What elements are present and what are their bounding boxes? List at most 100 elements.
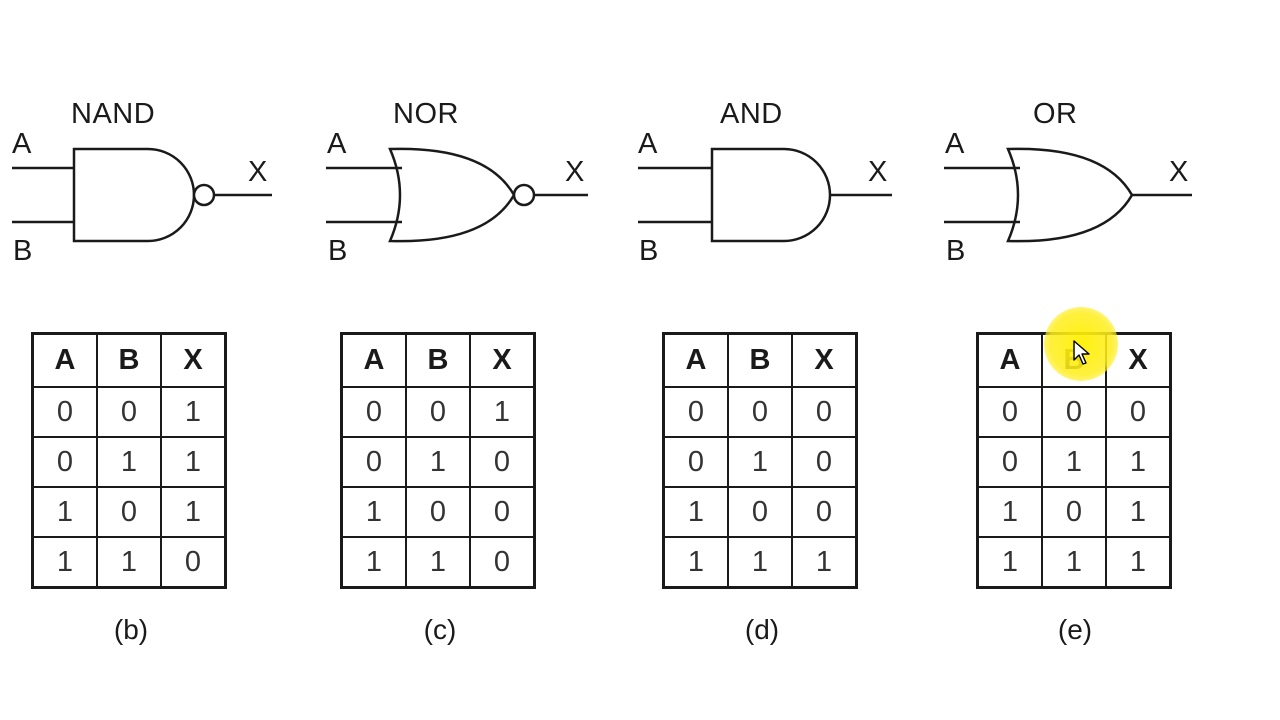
or-output-label: X <box>1169 156 1189 188</box>
table-cell: 0 <box>31 436 98 488</box>
table-cell: 0 <box>31 386 98 438</box>
nor-input-b-label: B <box>328 235 348 267</box>
table-cell: 1 <box>160 386 227 438</box>
table-row: 1 1 0 <box>340 536 536 589</box>
table-row: 0 0 1 <box>340 386 536 438</box>
table-cell: 0 <box>469 486 536 538</box>
table-cell: 0 <box>1041 386 1107 438</box>
table-cell: 0 <box>405 486 471 538</box>
table-cell: 1 <box>31 486 98 538</box>
or-gate-symbol <box>944 147 1192 243</box>
table-cell: 0 <box>976 436 1043 488</box>
column-header: X <box>160 332 227 388</box>
nand-output-label: X <box>248 156 268 188</box>
table-cell: 0 <box>976 386 1043 438</box>
and-caption: (d) <box>744 614 780 645</box>
or-caption: (e) <box>1057 614 1093 645</box>
column-header: X <box>469 332 536 388</box>
table-header-row: A B X <box>31 332 227 388</box>
table-row: 0 0 1 <box>31 386 227 438</box>
table-cell: 0 <box>1105 386 1172 438</box>
nand-truth-table: A B X 0 0 1 0 1 1 1 0 1 1 1 0 <box>31 332 227 589</box>
and-gate: AND A B X <box>626 0 926 290</box>
table-cell: 1 <box>31 536 98 589</box>
column-header: X <box>791 332 858 388</box>
nor-output-label: X <box>565 156 585 188</box>
and-gate-name: AND <box>720 98 783 130</box>
nor-caption: (c) <box>423 614 457 645</box>
or-truth-table: A B X 0 0 0 0 1 1 1 0 1 1 1 1 <box>976 332 1172 589</box>
column-header: X <box>1105 332 1172 388</box>
table-row: 0 1 0 <box>340 436 536 488</box>
column-header: A <box>31 332 98 388</box>
table-cell: 0 <box>96 486 162 538</box>
table-cell: 1 <box>160 486 227 538</box>
table-cell: 1 <box>96 536 162 589</box>
table-cell: 1 <box>727 436 793 488</box>
table-cell: 0 <box>340 436 407 488</box>
table-row: 1 1 0 <box>31 536 227 589</box>
table-cell: 1 <box>469 386 536 438</box>
mouse-pointer-icon <box>1073 340 1090 365</box>
nand-input-b-label: B <box>13 235 33 267</box>
nor-input-a-label: A <box>327 128 347 160</box>
table-cell: 0 <box>662 386 729 438</box>
and-output-label: X <box>868 156 888 188</box>
table-cell: 1 <box>1041 436 1107 488</box>
nand-gate: NAND A B X <box>0 0 300 290</box>
table-cell: 1 <box>1105 436 1172 488</box>
table-row: 1 0 1 <box>976 486 1172 538</box>
table-row: 1 1 1 <box>662 536 858 589</box>
column-header: A <box>662 332 729 388</box>
table-row: 0 1 0 <box>662 436 858 488</box>
table-cell: 1 <box>1105 536 1172 589</box>
table-cell: 1 <box>160 436 227 488</box>
or-gate: OR A B X <box>930 0 1230 290</box>
table-cell: 1 <box>662 536 729 589</box>
column-header: A <box>340 332 407 388</box>
table-cell: 1 <box>405 536 471 589</box>
table-cell: 1 <box>662 486 729 538</box>
table-row: 0 0 0 <box>976 386 1172 438</box>
table-cell: 0 <box>727 386 793 438</box>
column-header: B <box>96 332 162 388</box>
column-header: B <box>405 332 471 388</box>
nor-truth-table: A B X 0 0 1 0 1 0 1 0 0 1 1 0 <box>340 332 536 589</box>
table-cell: 1 <box>791 536 858 589</box>
table-row: 1 0 1 <box>31 486 227 538</box>
table-row: 1 0 0 <box>662 486 858 538</box>
column-header: B <box>727 332 793 388</box>
table-row: 1 0 0 <box>340 486 536 538</box>
table-cell: 0 <box>1041 486 1107 538</box>
nor-gate-symbol <box>326 147 588 243</box>
and-input-a-label: A <box>638 128 658 160</box>
table-cell: 1 <box>976 536 1043 589</box>
nor-gate-name: NOR <box>393 98 459 130</box>
table-cell: 0 <box>469 536 536 589</box>
nand-gate-symbol <box>12 147 272 243</box>
table-cell: 0 <box>791 436 858 488</box>
table-cell: 0 <box>791 386 858 438</box>
table-header-row: A B X <box>340 332 536 388</box>
table-cell: 0 <box>96 386 162 438</box>
table-row: 0 0 0 <box>662 386 858 438</box>
nand-input-a-label: A <box>12 128 32 160</box>
table-row: 1 1 1 <box>976 536 1172 589</box>
table-cell: 0 <box>160 536 227 589</box>
or-input-b-label: B <box>946 235 966 267</box>
table-cell: 1 <box>340 486 407 538</box>
table-cell: 0 <box>405 386 471 438</box>
table-row: 0 1 1 <box>31 436 227 488</box>
and-gate-symbol <box>638 147 892 243</box>
table-cell: 1 <box>1105 486 1172 538</box>
table-cell: 1 <box>976 486 1043 538</box>
table-cell: 0 <box>469 436 536 488</box>
table-cell: 0 <box>791 486 858 538</box>
or-gate-name: OR <box>1033 98 1078 130</box>
nand-caption: (b) <box>113 614 149 645</box>
table-row: 0 1 1 <box>976 436 1172 488</box>
table-cell: 1 <box>727 536 793 589</box>
table-header-row: A B X <box>662 332 858 388</box>
column-header: A <box>976 332 1043 388</box>
nand-gate-name: NAND <box>71 98 156 130</box>
